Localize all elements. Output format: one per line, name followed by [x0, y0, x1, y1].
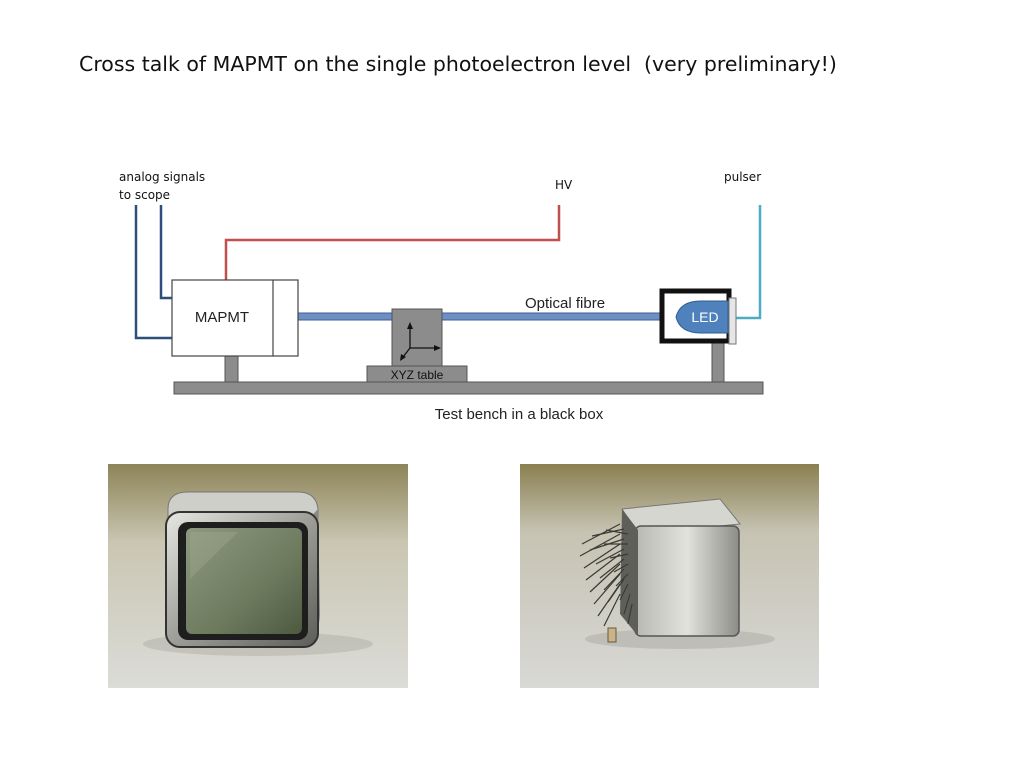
- photo-mapmt-front-icon: [108, 464, 408, 688]
- analog-signals-label-line1: analog signals: [119, 170, 206, 184]
- test-bench: [173, 381, 764, 395]
- slide-title: Cross talk of MAPMT on the single photoe…: [79, 52, 837, 76]
- mapmt-box: [171, 279, 299, 357]
- optical-fibre: [297, 312, 679, 321]
- xyz-axes-icon: [400, 322, 441, 361]
- led-icon: [675, 300, 729, 334]
- signal-cable-inner: [159, 205, 172, 300]
- mapmt-support: [224, 355, 239, 384]
- mapmt-label: MAPMT: [195, 309, 249, 326]
- optical-fibre-label: Optical fibre: [525, 295, 605, 312]
- hv-cable: [224, 205, 561, 280]
- test-bench-label: Test bench in a black box: [435, 406, 604, 423]
- led-label: LED: [691, 309, 718, 325]
- connector-pins: [579, 523, 633, 627]
- led-support: [711, 342, 725, 384]
- photo-mapmt-front: [108, 464, 408, 688]
- xyz-table-column: [391, 308, 443, 368]
- photo-mapmt-pins: [520, 464, 819, 688]
- hv-label: HV: [555, 178, 573, 192]
- analog-signals-label-line2: to scope: [119, 188, 171, 202]
- photo-mapmt-pins-icon: [520, 464, 819, 688]
- led-housing-back: [728, 297, 737, 345]
- pulser-cable: [735, 205, 762, 320]
- analog-signals-label: analog signals to scope: [119, 168, 205, 204]
- xyz-table-label: XYZ table: [391, 368, 444, 382]
- signal-cable-outer: [134, 205, 172, 340]
- pulser-label: pulser: [724, 170, 762, 184]
